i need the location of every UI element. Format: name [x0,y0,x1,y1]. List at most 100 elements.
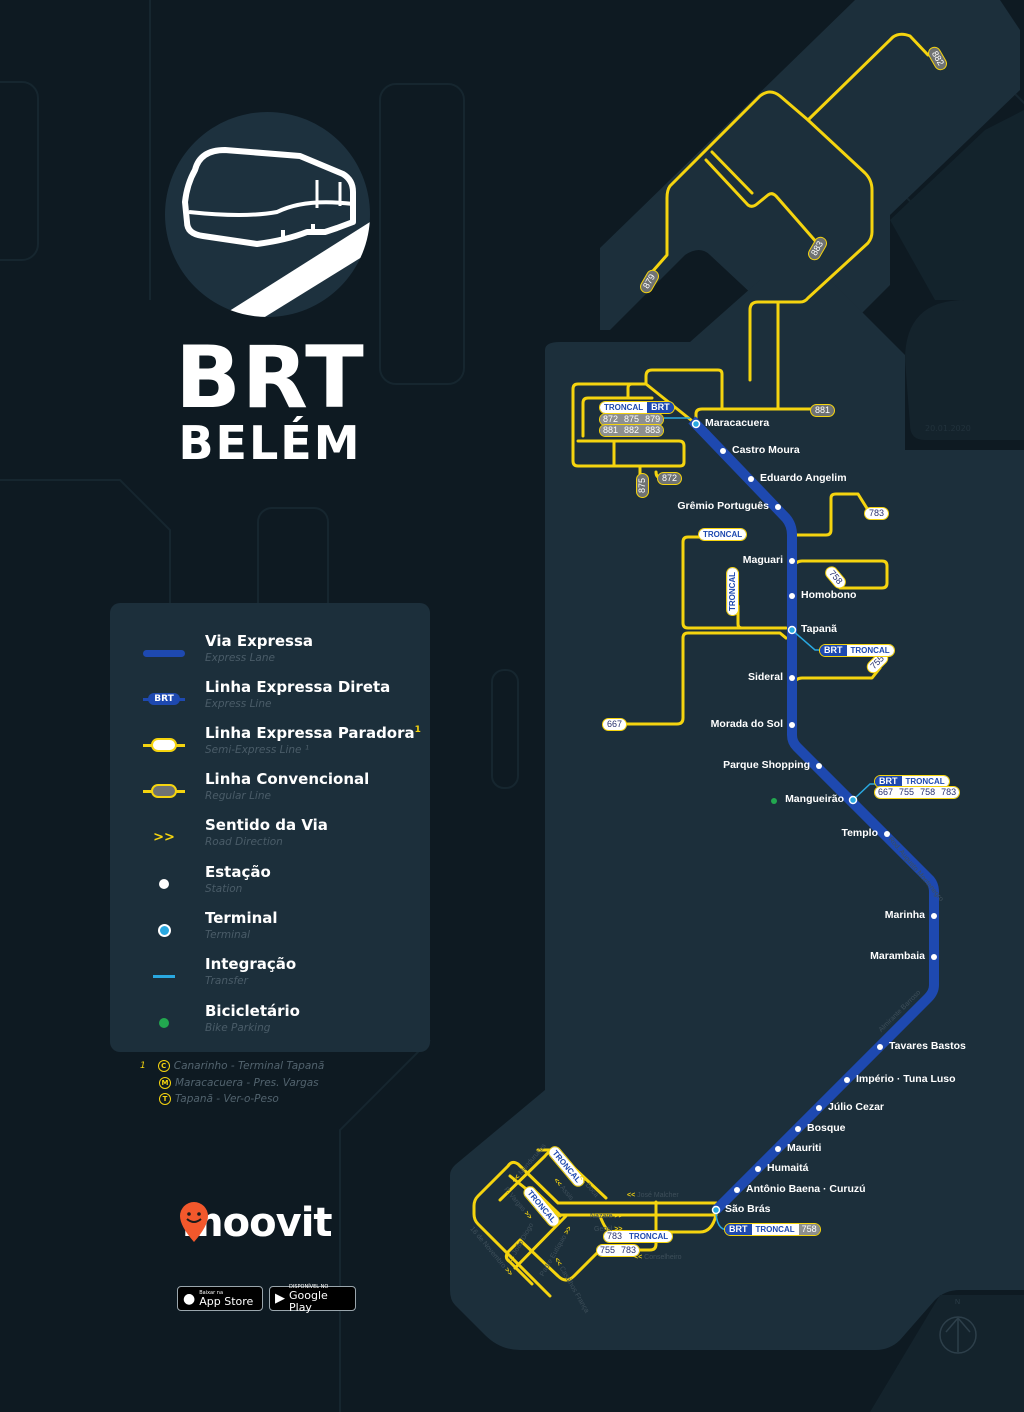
station-label[interactable]: Tapanã [801,623,837,635]
station-label[interactable]: Marinha [884,909,925,921]
legend-subtitle: Express Lane [205,652,275,664]
road-label: Nazaré >> [590,1213,623,1220]
station-label[interactable]: Morada do Sol [710,718,783,730]
station-label[interactable]: Mauriti [787,1142,822,1154]
station-marker[interactable] [877,1044,883,1050]
station-marker[interactable] [884,831,890,837]
route-label: 755 [597,1245,619,1256]
station-label[interactable]: Tavares Bastos [889,1040,966,1052]
station-label[interactable]: Bosque [807,1122,846,1134]
terminal-marker[interactable] [691,419,701,429]
station-label[interactable]: Maguari [742,554,783,566]
legend-item-express-line: BRT Linha Expressa Direta Express Line [110,678,430,730]
route-tag-667[interactable]: 667 [602,718,628,731]
terminal-marker[interactable] [848,795,858,805]
station-marker[interactable] [720,448,726,454]
station-marker[interactable] [755,1166,761,1172]
station-marker[interactable] [734,1187,740,1193]
station-label[interactable]: Homobono [801,589,857,601]
station-label[interactable]: Humaitá [767,1162,809,1174]
terminal-marker[interactable] [787,625,797,635]
route-label: 667 [875,787,897,798]
route-tag-872[interactable]: 872 [657,472,683,485]
station-marker[interactable] [789,675,795,681]
legend-title: Via Expressa [205,632,314,650]
legend-subtitle: Transfer [205,975,248,987]
station-label[interactable]: São Brás [725,1203,771,1215]
station-label[interactable]: Júlio Cezar [828,1101,885,1113]
route-label: 755 [896,787,918,798]
note-badge-t-icon: T [159,1093,171,1106]
station-marker[interactable] [789,593,795,599]
google-play-large: Google Play [289,1288,328,1314]
station-label[interactable]: Parque Shopping [723,759,810,771]
station-label[interactable]: Império · Tuna Luso [856,1073,956,1085]
station-label[interactable]: Templo [841,827,878,839]
station-label[interactable]: Sideral [747,671,783,683]
station-marker[interactable] [931,913,937,919]
station-marker[interactable] [816,1105,822,1111]
station-label[interactable]: Maracacuera [705,417,770,429]
route-tag-875[interactable]: 875 [636,472,650,499]
legend-title: Bicicletário [205,1002,300,1020]
route-label: 881 [600,425,622,436]
station-label[interactable]: Mangueirão [785,793,844,805]
route-tag-783[interactable]: 783 [864,507,890,520]
station-label[interactable]: Marambaia [870,950,925,962]
legend-subtitle: Road Direction [205,836,283,848]
station-label[interactable]: Grêmio Português [677,500,769,512]
footnote-text: Maracacuera - Pres. Vargas [175,1076,319,1089]
footnote-text: Tapanã - Ver-o-Peso [175,1093,279,1105]
station-marker[interactable] [789,722,795,728]
google-play-icon: ▶ [275,1291,285,1306]
legend-item-semi-express: Linha Expressa Paradora1 Semi-Express Li… [110,724,430,776]
moovit-wordmark: moovit [182,1200,333,1246]
station-marker[interactable] [795,1126,801,1132]
station-marker[interactable] [775,1146,781,1152]
route-label: 783 [604,1231,626,1242]
route-label: 758 [798,1224,820,1235]
station-marker[interactable] [789,558,795,564]
gray-pill-icon [151,784,177,798]
app-store-small: Baixar na [199,1289,224,1296]
troncal-label: TRONCAL [846,645,894,656]
station-marker[interactable] [931,954,937,960]
app-store-large: App Store [199,1294,254,1308]
station-marker[interactable] [816,763,822,769]
troncal-label: TRONCAL [699,529,747,540]
title-belem: BELÉM [178,416,362,470]
station-marker[interactable] [748,476,754,482]
station-marker[interactable] [844,1077,850,1083]
legend-item-terminal: Terminal Terminal [110,909,430,961]
road-label: << Conselheiro [634,1254,682,1261]
route-tag-881[interactable]: 881 [810,404,836,417]
legend-title: Sentido da Via [205,816,328,834]
station-marker[interactable] [775,504,781,510]
express-lane [688,416,939,1214]
legend-item-bike: Bicicletário Bike Parking [110,1002,430,1054]
troncal-t-tag[interactable]: TRONCAL [698,528,748,541]
white-pill-icon [151,738,177,752]
troncal-label: TRONCAL [600,402,648,413]
route-label: 883 [642,425,664,436]
footnote-marker: 1 [140,1061,146,1071]
station-label[interactable]: Antônio Baena · Curuzú [746,1183,866,1195]
troncal-label: TRONCAL [625,1231,673,1242]
station-label[interactable]: Castro Moura [732,444,800,456]
station-label[interactable]: Eduardo Angelim [760,472,847,484]
troncal-c-tag[interactable]: TRONCAL [726,566,740,617]
brt-badge-icon: BRT [148,693,180,705]
moovit-logo[interactable]: moovit [178,1200,333,1246]
legend-item-direction: >> Sentido da Via Road Direction [110,816,430,868]
legend-title: Linha Convencional [205,770,370,788]
terminal-marker[interactable] [711,1205,721,1215]
terminal-dot-icon [157,923,171,937]
